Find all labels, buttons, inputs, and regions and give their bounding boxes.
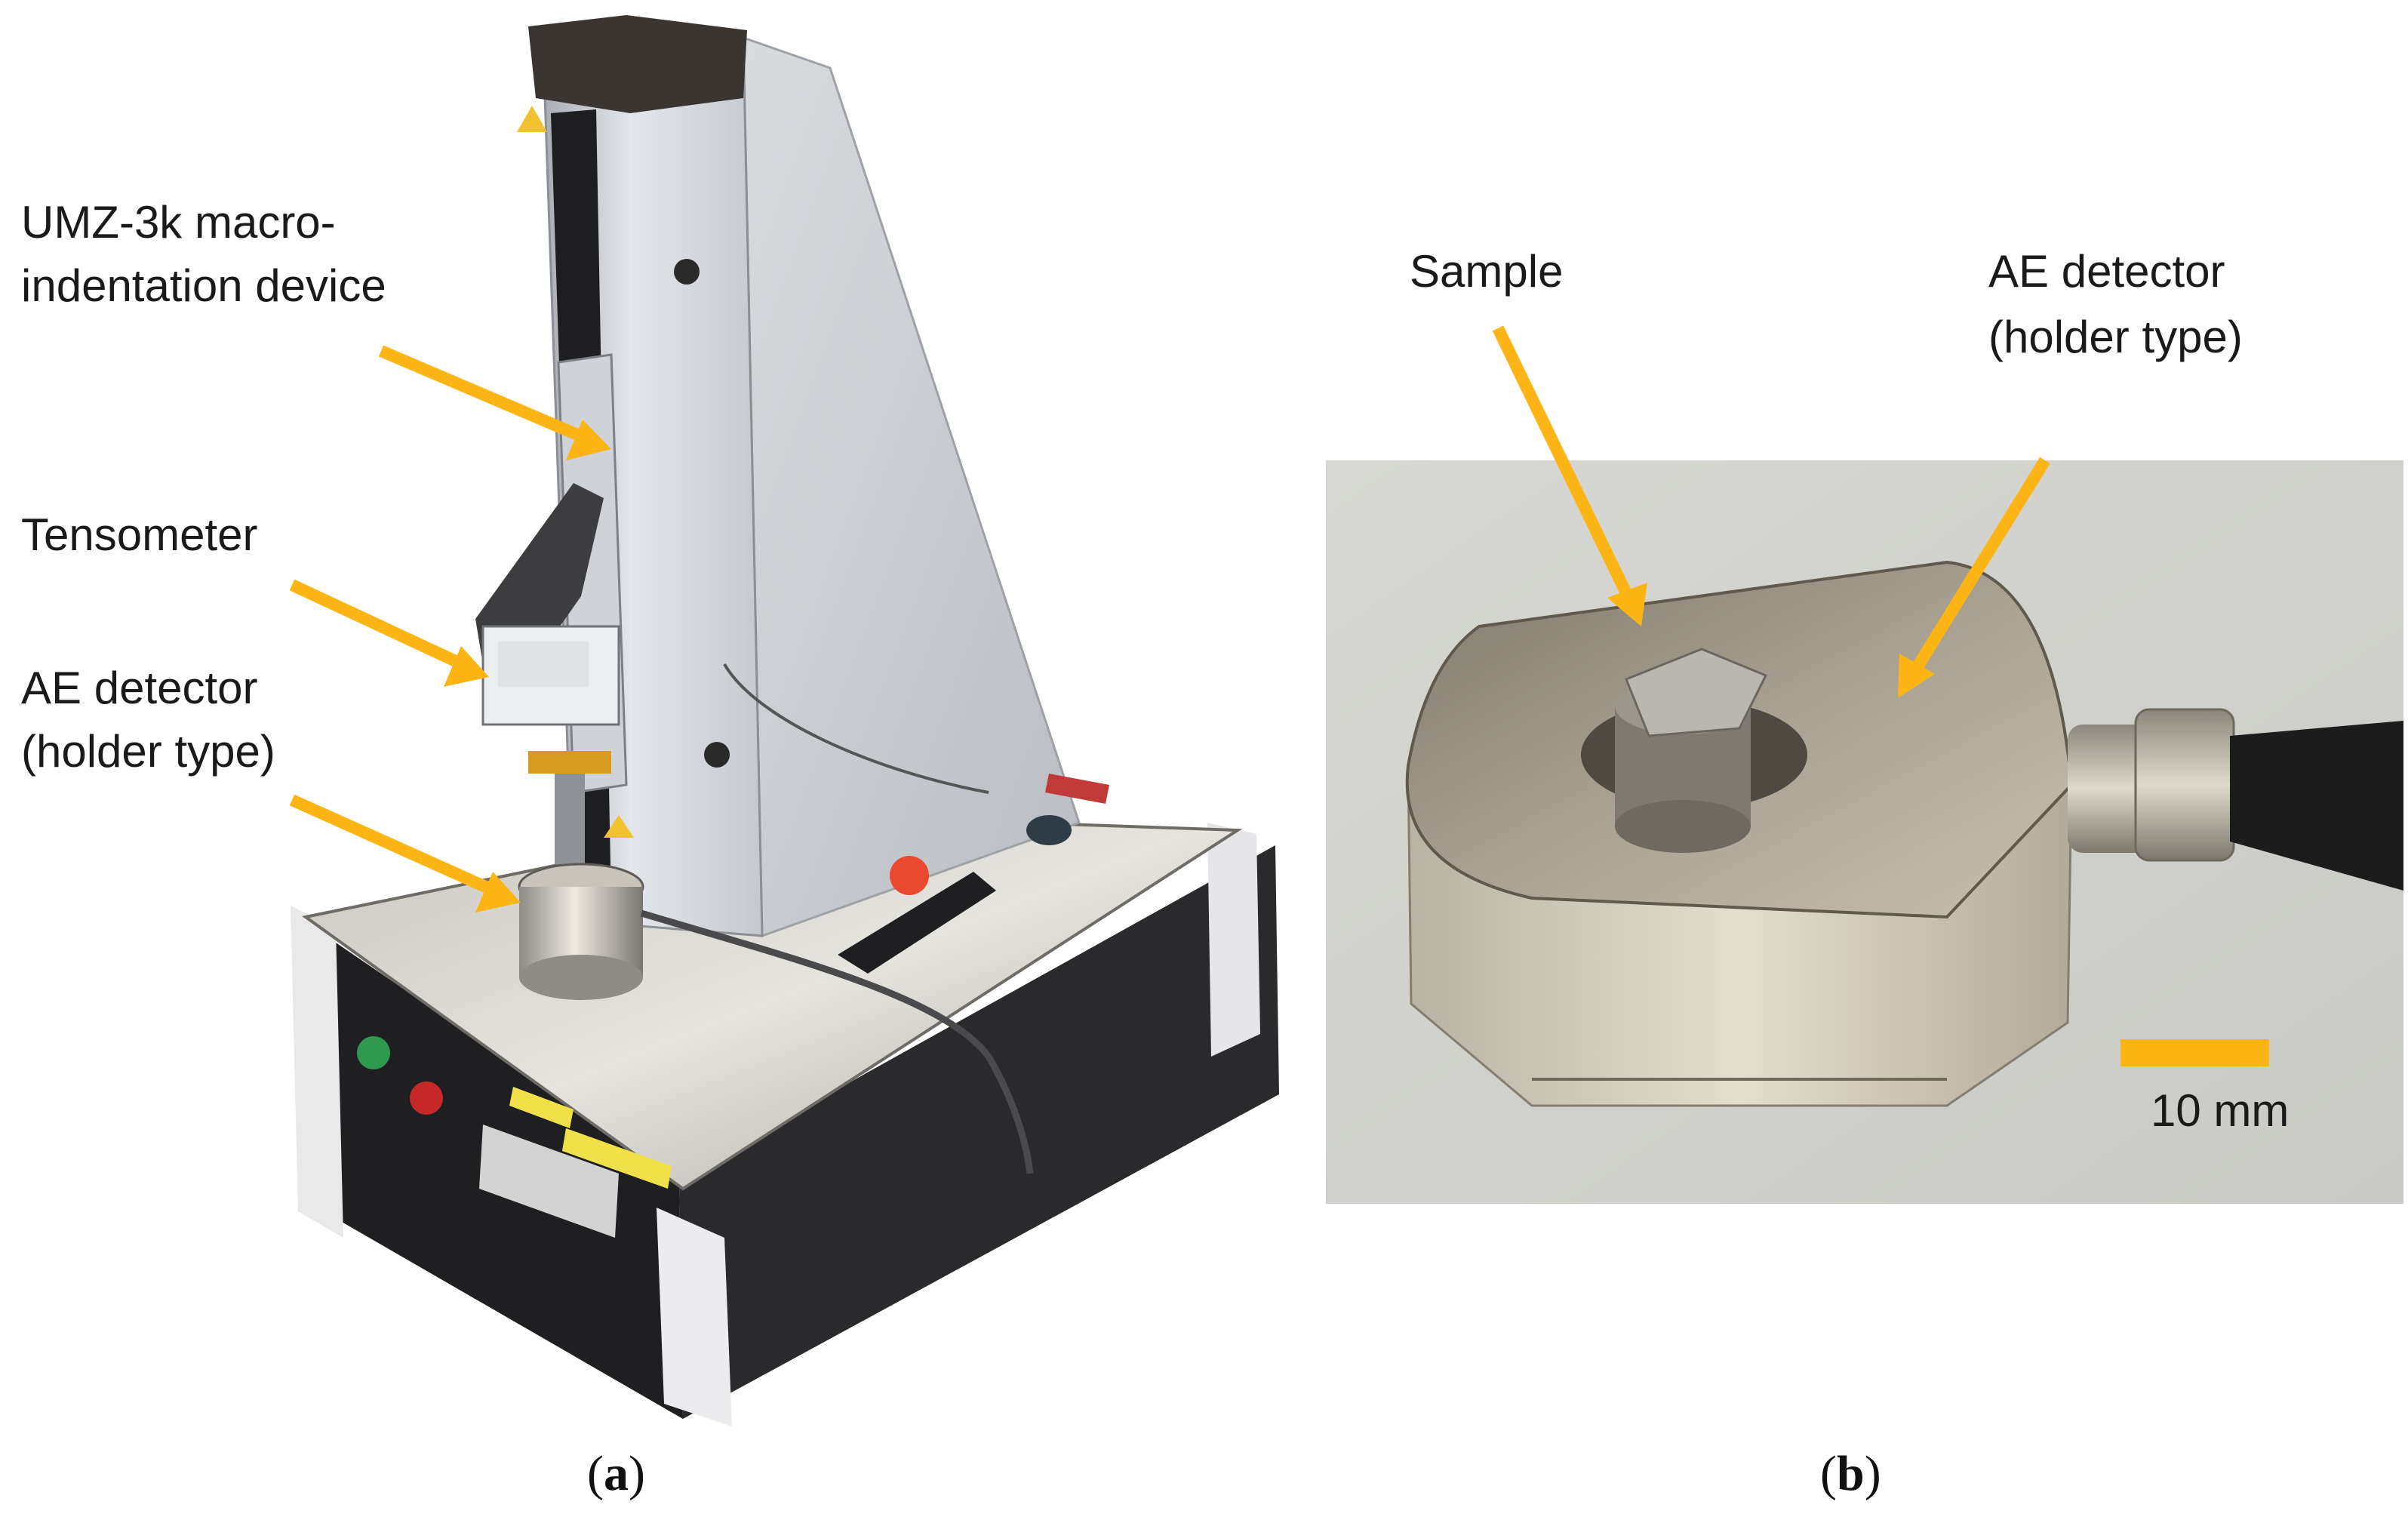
- panel-a: UMZ-3k macro- indentation device Tensome…: [21, 15, 1279, 1503]
- detector-cable: [640, 909, 1034, 1174]
- red-button: [410, 1082, 443, 1115]
- base-endcap-front: [657, 1208, 732, 1426]
- label-tensometer: Tensometer: [21, 509, 258, 560]
- detector-bottom: [519, 955, 643, 1000]
- front-label: [479, 1125, 619, 1238]
- detector-closeup-photo: [1326, 325, 2403, 1204]
- caption-b-close: ): [1864, 1446, 1881, 1501]
- indentation-machine-photo: [289, 15, 1279, 1426]
- panel-b: Sample AE detector (holder type) 10 mm (…: [1283, 0, 2408, 1520]
- label-ae-detector-line2: (holder type): [21, 726, 275, 777]
- scale-bar: [2120, 1039, 2269, 1066]
- control-knob: [1026, 815, 1072, 845]
- red-sticker: [1045, 774, 1109, 804]
- arrow-ae-detector: [289, 794, 521, 912]
- label-device-line1: UMZ-3k macro-: [21, 197, 336, 248]
- thin-wire: [723, 663, 989, 794]
- caption-a-letter: a: [603, 1446, 629, 1501]
- label-ae-detector-b-line2: (holder type): [1988, 312, 2243, 362]
- green-button: [357, 1036, 390, 1069]
- arrow-ae-detector-b: [1898, 457, 2050, 698]
- column-dot-top: [674, 259, 700, 285]
- label-device-line2: indentation device: [21, 260, 386, 311]
- arrow-sample: [1492, 325, 1647, 626]
- stop-sticker: [890, 856, 929, 895]
- sample-square: [1625, 648, 1768, 737]
- sample-stack-bottom: [1615, 800, 1751, 853]
- arrow-device: [378, 345, 611, 460]
- support-fin: [742, 35, 1081, 938]
- base-endcap-left: [291, 906, 343, 1238]
- caption-b-open: (: [1820, 1446, 1837, 1501]
- label-sample: Sample: [1410, 246, 1564, 297]
- arrow-tensometer: [289, 579, 489, 687]
- bracket: [475, 483, 604, 672]
- caption-a-open: (: [587, 1446, 604, 1501]
- label-ae-detector-b-line1: AE detector: [1988, 246, 2225, 297]
- base-endcap-right: [1207, 823, 1260, 1057]
- caption-b: (b): [1820, 1445, 1881, 1503]
- bnc-cable: [2230, 721, 2403, 891]
- bnc-connector-nut: [2134, 708, 2235, 862]
- scale-label: 10 mm: [2151, 1085, 2290, 1136]
- column-dot-bottom: [704, 742, 730, 768]
- caption-a-close: ): [628, 1446, 645, 1501]
- sticker-left: [509, 1087, 574, 1128]
- warning-sticker-top: [517, 106, 547, 132]
- column-top-cap: [528, 15, 747, 113]
- orange-coupling: [528, 751, 611, 774]
- carry-handle: [838, 872, 996, 974]
- label-ae-detector-line1: AE detector: [21, 663, 258, 713]
- base-side-panel: [679, 845, 1279, 1419]
- caption-b-letter: b: [1836, 1446, 1865, 1501]
- warning-sticker-bottom: [604, 815, 634, 838]
- indenter-shaft: [555, 774, 585, 864]
- sticker-right: [562, 1128, 672, 1189]
- tensometer-label: [498, 642, 589, 687]
- caption-a: (a): [587, 1445, 645, 1503]
